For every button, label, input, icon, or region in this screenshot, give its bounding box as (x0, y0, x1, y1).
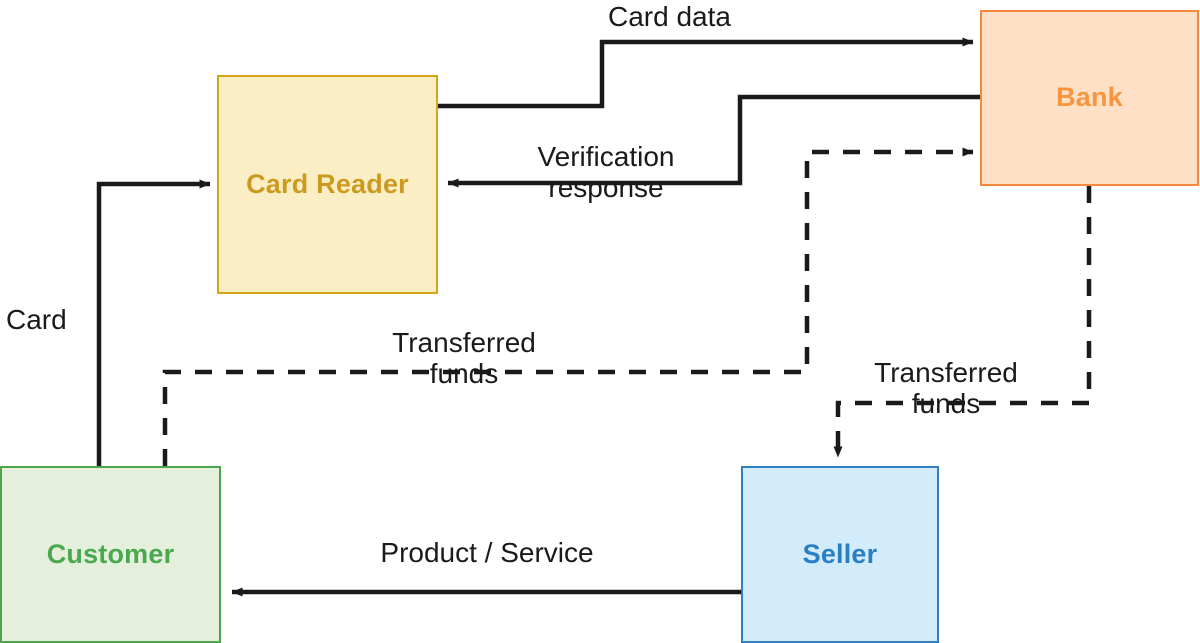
node-customer[interactable]: Customer (0, 466, 221, 643)
node-customer-label: Customer (46, 538, 175, 569)
node-seller-label: Seller (802, 538, 878, 569)
node-bank-label: Bank (1056, 82, 1123, 113)
node-card-reader-label: Card Reader (246, 168, 409, 199)
edge-label-verification-response: Verification response (537, 141, 675, 203)
edge-transferred-funds-customer-path (162, 147, 974, 466)
edge-card-path (96, 179, 211, 466)
edge-verification-response-path (447, 94, 980, 188)
edge-transferred-funds-seller-path (833, 186, 1092, 458)
edge-label-transferred-funds-customer: Transferred funds (392, 327, 536, 389)
edge-label-card-data: Card data (608, 1, 731, 32)
edge-label-transferred-funds-seller: Transferred funds (874, 357, 1018, 419)
edge-label-product-service: Product / Service (380, 537, 594, 568)
node-seller[interactable]: Seller (741, 466, 939, 643)
node-card-reader[interactable]: Card Reader (217, 75, 438, 294)
edge-card-data-path (438, 37, 974, 109)
edge-label-card: Card (6, 304, 67, 335)
node-bank[interactable]: Bank (980, 10, 1199, 186)
